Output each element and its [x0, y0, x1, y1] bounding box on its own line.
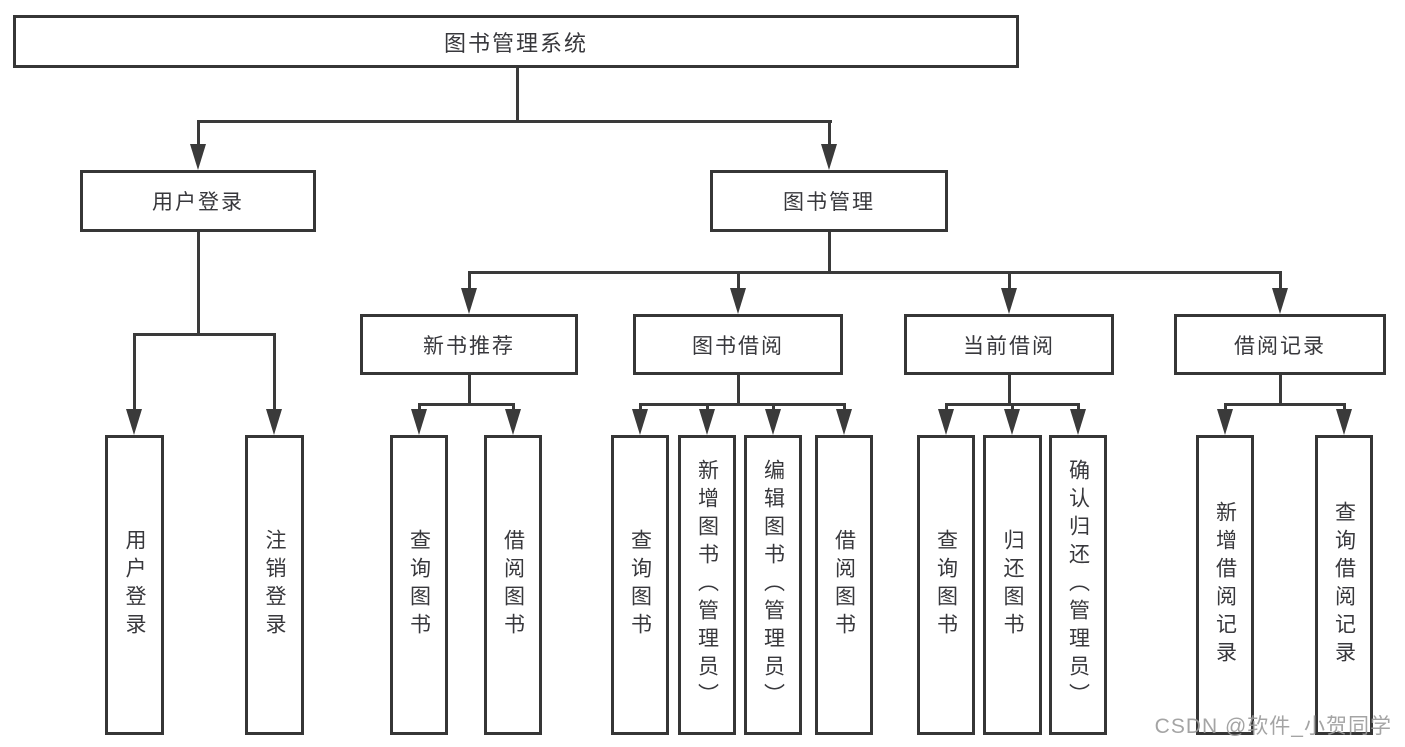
node-label: 查询图书 — [934, 529, 958, 641]
connector-line — [468, 375, 471, 406]
connector-line — [197, 120, 832, 123]
arrowhead-icon — [461, 288, 477, 314]
node-current-borrow: 当前借阅 — [904, 314, 1114, 375]
connector-line — [1279, 375, 1282, 406]
leaf-rec-borrow-books: 借阅图书 — [484, 435, 542, 735]
connector-line — [1224, 403, 1227, 411]
node-borrow-records: 借阅记录 — [1174, 314, 1386, 375]
node-book-management: 图书管理 — [710, 170, 948, 232]
node-label: 当前借阅 — [963, 334, 1055, 358]
connector-line — [273, 333, 276, 411]
connector-line — [468, 271, 471, 290]
arrowhead-icon — [1217, 409, 1233, 435]
leaf-logout: 注销登录 — [245, 435, 304, 735]
connector-line — [418, 403, 515, 406]
arrowhead-icon — [836, 409, 852, 435]
connector-line — [1224, 403, 1346, 406]
node-book-borrow: 图书借阅 — [633, 314, 843, 375]
connector-line — [945, 403, 948, 411]
leaf-cb-query-books: 查询图书 — [917, 435, 975, 735]
arrowhead-icon — [1004, 409, 1020, 435]
leaf-bb-add-books-admin: 新增图书（管理员） — [678, 435, 736, 735]
connector-line — [772, 403, 775, 411]
node-label: 归还图书 — [1001, 529, 1024, 641]
connector-line — [197, 232, 200, 336]
arrowhead-icon — [266, 409, 282, 435]
node-label: 借阅记录 — [1234, 334, 1326, 358]
node-label: 借阅图书 — [501, 529, 525, 641]
connector-line — [1008, 271, 1011, 290]
arrowhead-icon — [938, 409, 954, 435]
connector-line — [516, 68, 519, 122]
node-label: 新增图书（管理员） — [695, 459, 719, 711]
connector-line — [133, 333, 136, 411]
arrowhead-icon — [632, 409, 648, 435]
connector-line — [133, 333, 276, 336]
node-label: 编辑图书（管理员） — [761, 459, 785, 711]
connector-line — [843, 403, 846, 411]
leaf-bb-borrow-books: 借阅图书 — [815, 435, 873, 735]
csdn-watermark: CSDN @软件_小贺同学 — [1154, 715, 1392, 738]
connector-line — [828, 232, 831, 274]
node-user-login: 用户登录 — [80, 170, 316, 232]
connector-line — [737, 375, 740, 406]
node-label: 图书借阅 — [692, 334, 784, 358]
node-label: 查询图书 — [628, 529, 652, 641]
leaf-br-query-record: 查询借阅记录 — [1315, 435, 1373, 735]
connector-line — [1343, 403, 1346, 411]
node-label: 查询图书 — [407, 529, 431, 641]
leaf-cb-return-books: 归还图书 — [983, 435, 1042, 735]
node-label: 图书管理 — [783, 191, 875, 214]
leaf-rec-query-books: 查询图书 — [390, 435, 448, 735]
connector-line — [1279, 271, 1282, 290]
node-label: 借阅图书 — [832, 529, 856, 641]
node-label: 图书管理系统 — [443, 30, 588, 56]
leaf-bb-query-books: 查询图书 — [611, 435, 669, 735]
node-library-management-system: 图书管理系统 — [13, 15, 1019, 68]
node-label: 用户登录 — [123, 529, 146, 641]
arrowhead-icon — [411, 409, 427, 435]
connector-line — [468, 271, 1281, 274]
connector-line — [197, 120, 200, 146]
connector-line — [418, 403, 421, 411]
node-label: 确认归还（管理员） — [1066, 459, 1090, 711]
connector-line — [639, 403, 642, 411]
arrowhead-icon — [1001, 288, 1017, 314]
node-label: 查询借阅记录 — [1332, 501, 1356, 669]
connector-line — [1011, 403, 1014, 411]
arrowhead-icon — [190, 144, 206, 170]
arrowhead-icon — [765, 409, 781, 435]
connector-line — [706, 403, 709, 411]
arrowhead-icon — [126, 409, 142, 435]
node-label: 新书推荐 — [423, 334, 515, 358]
node-new-book-recommend: 新书推荐 — [360, 314, 578, 375]
connector-line — [512, 403, 515, 411]
connector-line — [828, 120, 831, 146]
arrowhead-icon — [1272, 288, 1288, 314]
arrowhead-icon — [505, 409, 521, 435]
node-label: 注销登录 — [263, 529, 286, 641]
leaf-bb-edit-books-admin: 编辑图书（管理员） — [744, 435, 802, 735]
connector-line — [1008, 375, 1011, 406]
arrowhead-icon — [699, 409, 715, 435]
arrowhead-icon — [1070, 409, 1086, 435]
node-label: 新增借阅记录 — [1213, 501, 1237, 669]
connector-line — [1077, 403, 1080, 411]
arrowhead-icon — [730, 288, 746, 314]
leaf-br-add-record: 新增借阅记录 — [1196, 435, 1254, 735]
connector-line — [639, 403, 846, 406]
arrowhead-icon — [821, 144, 837, 170]
leaf-cb-confirm-return-admin: 确认归还（管理员） — [1049, 435, 1107, 735]
connector-line — [737, 271, 740, 290]
arrowhead-icon — [1336, 409, 1352, 435]
leaf-user-login: 用户登录 — [105, 435, 164, 735]
node-label: 用户登录 — [152, 191, 244, 214]
